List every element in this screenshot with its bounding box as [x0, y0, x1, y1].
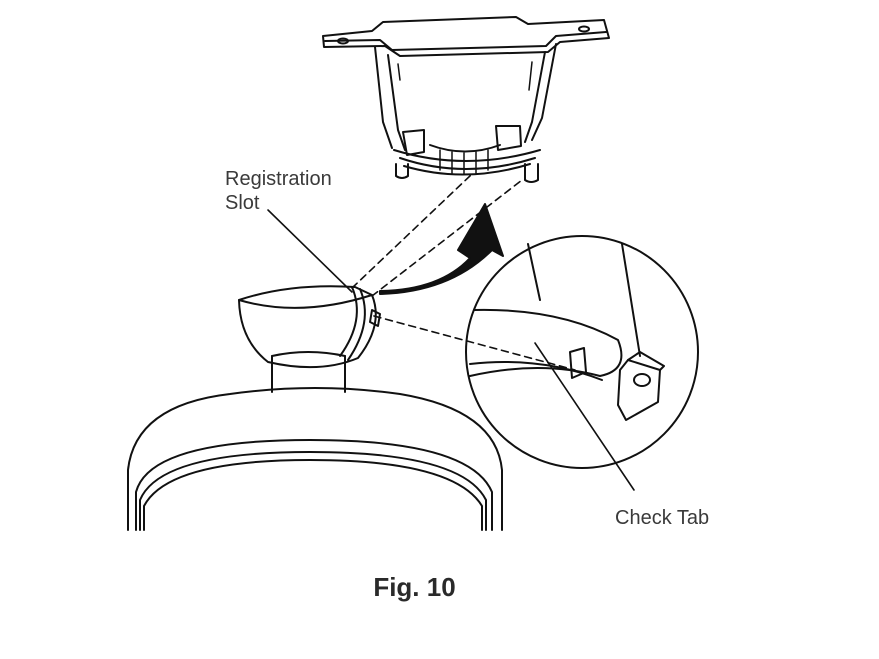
curved-arrow-icon	[379, 203, 504, 295]
detail-magnifier	[465, 235, 699, 469]
check-tab-marker	[569, 347, 587, 379]
figure-caption: Fig. 10	[373, 572, 456, 602]
check-tab-label: Check Tab	[615, 507, 710, 529]
canopy-dome	[238, 285, 381, 393]
registration-slot-label: Registration Slot	[225, 167, 332, 215]
fan-housing	[127, 387, 503, 531]
registration-label-line2: Slot	[225, 192, 260, 214]
registration-leader-line	[267, 209, 353, 293]
registration-label-line1: Registration	[225, 168, 332, 190]
mounting-bracket	[322, 16, 610, 183]
guide-lines	[351, 173, 576, 371]
